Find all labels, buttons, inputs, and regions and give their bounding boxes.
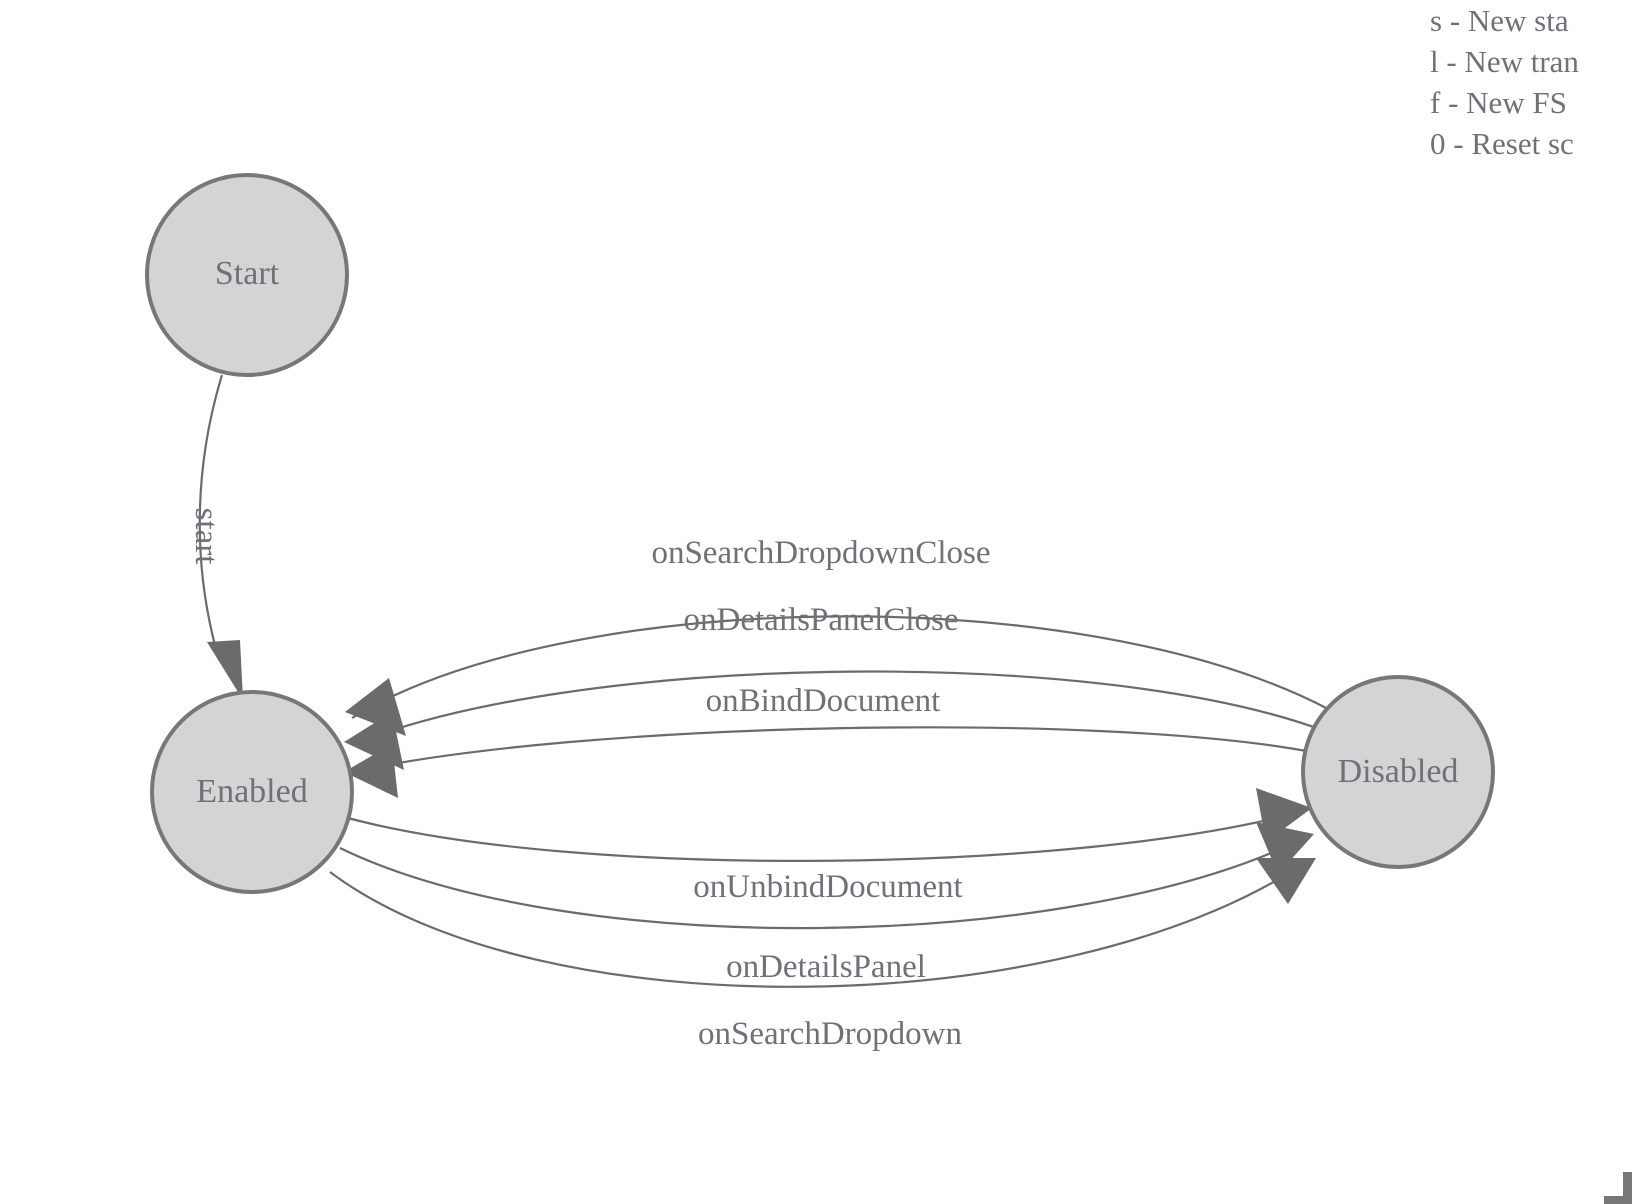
transition-label-onsearchdropdown: onSearchDropdown (698, 1016, 962, 1052)
transition-label-onbinddocument: onBindDocument (706, 683, 941, 719)
vertical-scrollbar-thumb[interactable] (1623, 1172, 1632, 1204)
state-label-disabled: Disabled (1338, 753, 1459, 790)
transition-label-onsearchdropdownclose: onSearchDropdownClose (651, 535, 990, 571)
state-circle[interactable] (145, 173, 349, 377)
state-circle[interactable] (1301, 675, 1495, 869)
transition-disabled-to-enabled-ondetailspanelclose[interactable]: onDetailsPanelClose (344, 602, 1323, 770)
arrowhead-icon (1256, 858, 1316, 904)
state-label-enabled: Enabled (196, 773, 307, 810)
transition-path[interactable] (339, 839, 1301, 930)
transition-path[interactable] (351, 670, 1323, 747)
transition-label-ondetailspanel: onDetailsPanel (726, 949, 926, 985)
transition-path[interactable] (351, 615, 1331, 719)
state-label-start: Start (215, 255, 280, 292)
transition-enabled-to-disabled-ondetailspanel[interactable]: onDetailsPanel (339, 822, 1314, 985)
transition-label-ondetailspanelclose: onDetailsPanelClose (684, 602, 959, 638)
arrowhead-icon (207, 640, 243, 700)
state-node-enabled[interactable]: Enabled (150, 690, 354, 894)
transition-label-start: start (188, 508, 224, 565)
transition-start-to-enabled[interactable]: start (188, 374, 243, 700)
transition-disabled-to-enabled-onbinddocument[interactable]: onBindDocument (344, 683, 1313, 798)
transition-path[interactable] (347, 810, 1301, 862)
transition-path[interactable] (198, 374, 224, 661)
state-node-start[interactable]: Start (145, 173, 349, 377)
transition-disabled-to-enabled-onsearchdropdownclose[interactable]: onSearchDropdownClose (345, 535, 1331, 736)
transition-label-onunbinddocument: onUnbindDocument (693, 869, 962, 905)
horizontal-scrollbar-thumb[interactable] (1604, 1196, 1632, 1204)
arrowhead-icon (344, 744, 398, 798)
state-node-disabled[interactable]: Disabled (1301, 675, 1495, 869)
transition-path[interactable] (329, 865, 1301, 988)
state-circle[interactable] (150, 690, 354, 894)
transition-enabled-to-disabled-onsearchdropdown[interactable]: onSearchDropdown (329, 858, 1316, 1052)
transition-path[interactable] (351, 726, 1313, 774)
arrowhead-icon (1256, 822, 1314, 874)
